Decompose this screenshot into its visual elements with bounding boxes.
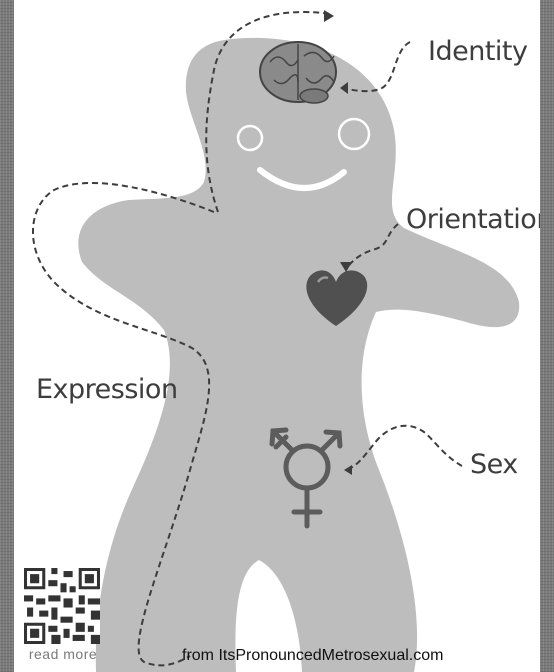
illustration-card: Identity Orientation Expression Sex: [14, 0, 540, 672]
orientation-label: Orientation: [406, 204, 540, 235]
expression-label: Expression: [36, 374, 178, 405]
source-credit: from ItsPronouncedMetrosexual.com: [182, 647, 443, 665]
identity-label: Identity: [428, 36, 527, 67]
gingerbread-body: [78, 38, 519, 672]
qr-code[interactable]: [24, 568, 100, 644]
sex-label: Sex: [470, 449, 518, 480]
qr-caption: read more: [24, 646, 102, 662]
brain-icon: [260, 42, 336, 103]
